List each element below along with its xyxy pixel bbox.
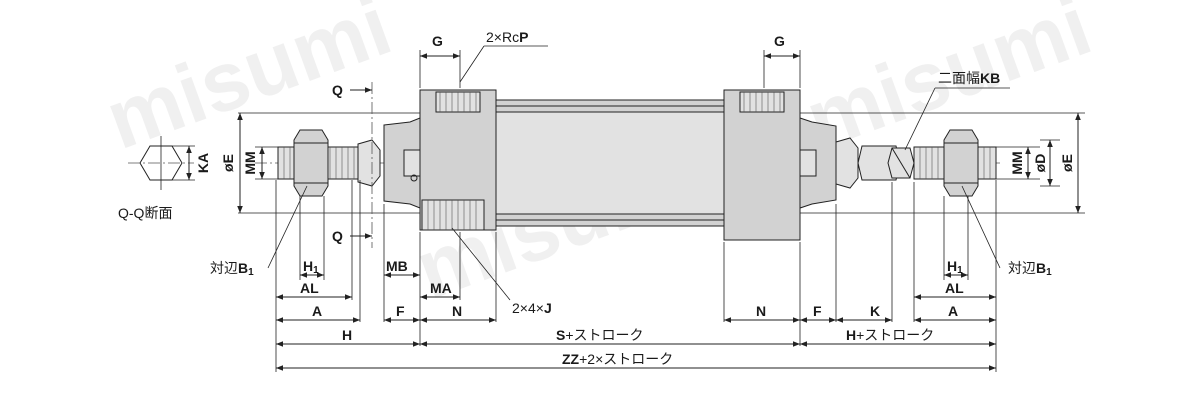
- label-zz-stroke: ZZ+2×ストローク: [562, 351, 673, 367]
- label-e-left: øE: [220, 154, 236, 172]
- left-head-cover: [383, 89, 497, 231]
- label-h-stroke: H+ストローク: [846, 327, 934, 343]
- dimension-labels: G 2×RcP G Q Q KA øE MM MM øD øE 二面幅KB Q-…: [118, 29, 1075, 367]
- label-h1-right: H1: [947, 258, 963, 276]
- label-b1-right: 対辺B1: [1008, 260, 1052, 278]
- label-e-right: øE: [1059, 154, 1075, 172]
- label-k: K: [870, 303, 880, 319]
- left-rod-end: [277, 129, 381, 197]
- label-g-left: G: [432, 33, 443, 49]
- bottom-dimension-lines: [276, 272, 996, 371]
- right-rod-end: [835, 129, 997, 197]
- label-mm-right: MM: [1009, 151, 1025, 174]
- section-cut-line: [350, 82, 373, 248]
- label-f-left: F: [396, 303, 405, 319]
- vertical-dimensions: [237, 87, 1081, 213]
- right-head-cover: [723, 89, 837, 241]
- label-b1-left: 対辺B1: [210, 260, 254, 278]
- hex-section-view: [128, 136, 195, 190]
- label-a-left: A: [312, 303, 322, 319]
- label-h-left: H: [342, 327, 352, 343]
- label-a-right: A: [948, 303, 958, 319]
- label-s-stroke: S+ストローク: [556, 327, 644, 343]
- label-port: 2×RcP: [486, 29, 528, 45]
- label-al-left: AL: [300, 280, 319, 296]
- label-q-bottom: Q: [332, 228, 343, 244]
- label-al-right: AL: [945, 280, 964, 296]
- label-ka: KA: [195, 153, 211, 173]
- label-n-left: N: [452, 303, 462, 319]
- label-mb: MB: [386, 258, 408, 274]
- label-h1-left: H1: [303, 258, 319, 276]
- extension-lines: [275, 180, 997, 372]
- label-ma: MA: [430, 280, 452, 296]
- cylinder-tube: [495, 99, 725, 227]
- label-j: 2×4×J: [512, 300, 552, 316]
- label-mm-left: MM: [242, 151, 258, 174]
- label-g-right: G: [774, 33, 785, 49]
- label-n-right: N: [756, 303, 766, 319]
- label-section: Q-Q断面: [118, 205, 172, 221]
- label-f-right: F: [813, 303, 822, 319]
- label-q-top: Q: [332, 82, 343, 98]
- watermark-text: misumi: [94, 0, 403, 167]
- label-kb: 二面幅KB: [938, 70, 1000, 86]
- top-dimensions: [419, 45, 801, 88]
- label-d: øD: [1032, 154, 1048, 173]
